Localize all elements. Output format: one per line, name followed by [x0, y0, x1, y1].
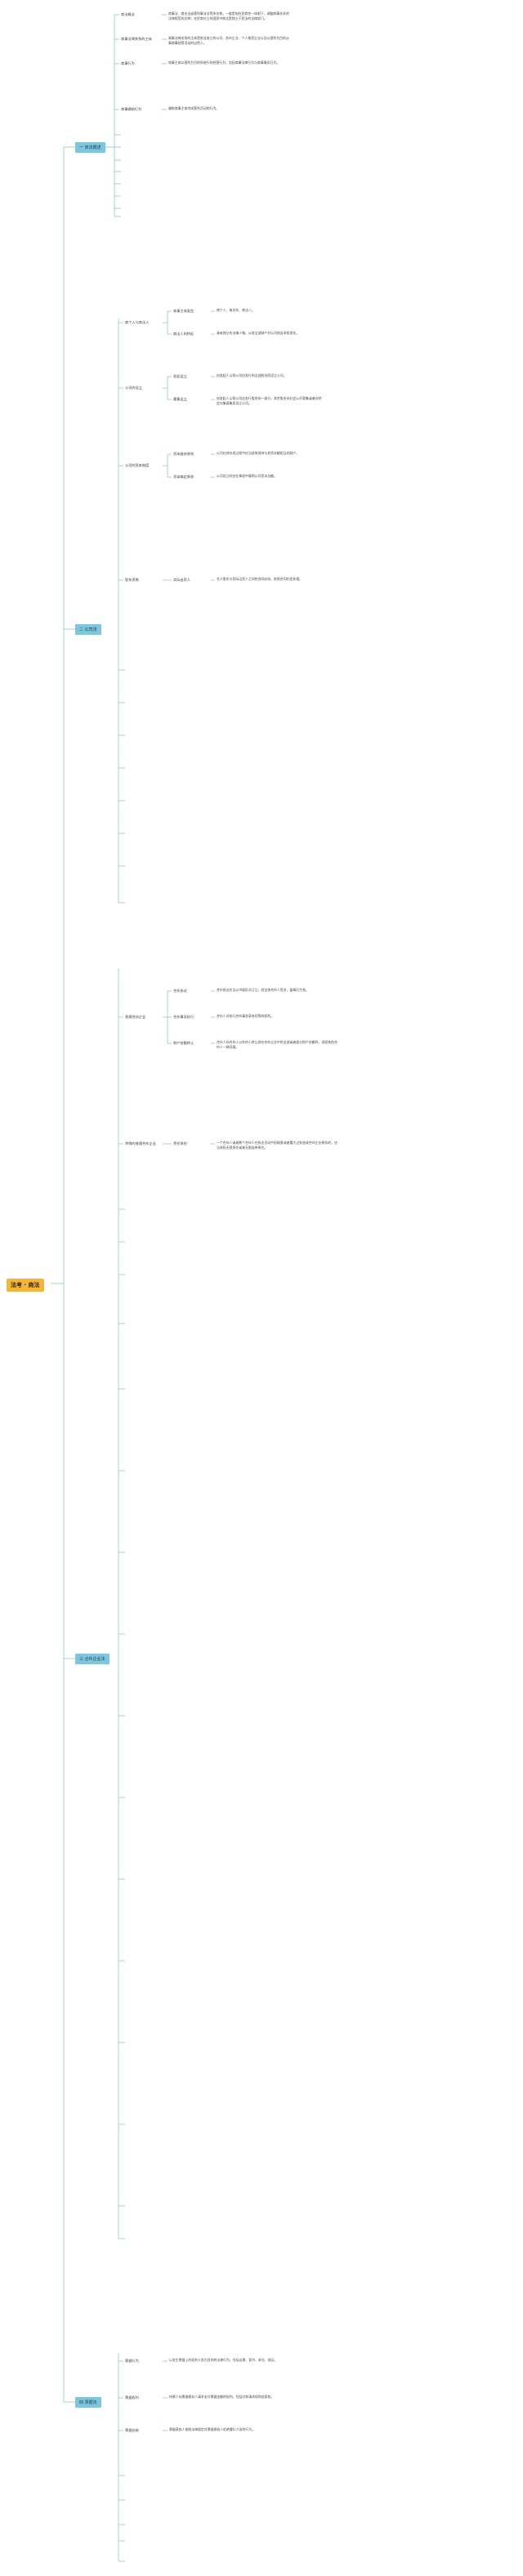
ch2-item-text: 由发起人认购公司应发行的全部股份而设立公司。 [217, 373, 287, 377]
ch4-item-label[interactable]: 票据行为 [125, 2359, 139, 2363]
ch3-item-label[interactable]: 财产份额转让 [173, 1041, 194, 1045]
ch2-group-label[interactable]: 商个人与商法人 [125, 320, 150, 324]
ch3-item-text: 一个合伙人或者数个合伙人在执业活动中因故意或者重大过失造成合伙企业债务的，应当承… [217, 1141, 337, 1150]
ch3-item-label[interactable]: 合伙协议 [173, 989, 187, 993]
ch2-item-label[interactable]: 商事主体类型 [173, 309, 194, 313]
ch2-item-label[interactable]: 资本确定原则 [173, 475, 194, 479]
chapter-node-4[interactable]: 四 票据法 [75, 2397, 101, 2408]
ch2-item-text: 商个人、商合伙、商法人。 [217, 308, 255, 312]
ch3-item-label[interactable]: 责任承担 [173, 1141, 187, 1145]
root-node[interactable]: 法考 · 商法 [7, 1279, 44, 1292]
ch3-item-label[interactable]: 合伙事务执行 [173, 1015, 194, 1019]
ch2-item-text: 具有独立的法律人格，以其全部财产对公司债务承担责任。 [217, 331, 300, 335]
ch2-item-text: 公司在其存续过程中应当经常保持与其资本额相当的财产。 [217, 451, 300, 455]
ch1-item-label[interactable]: 商事法律关系的主体 [121, 37, 152, 41]
ch1-item-text: 商事法、商业法或营利事业法等多名称，一般是指在民商合一体制下，调整商事关系的法律… [168, 11, 289, 20]
ch2-item-text: 名义股东与实际出资人之间的合同纠纷，依照合同约定处理。 [217, 577, 303, 581]
ch3-item-text: 合伙人向合伙人以外的人转让其在合伙企业中的全部或者部分财产份额时，须经其他合伙人… [217, 1040, 337, 1049]
ch2-group-label[interactable]: 公司的设立 [125, 386, 142, 390]
ch1-item-text: 商事主体以营利为目的所进行的经营行为，包括商事法律行为与商事事实行为。 [168, 60, 280, 65]
ch4-item-text: 票据债务人依照法律规定对票据债权人拒绝履行义务的行为。 [169, 2427, 256, 2431]
ch2-group-label[interactable]: 公司的资本制度 [125, 463, 150, 467]
ch2-item-label[interactable]: 资本维持原则 [173, 452, 194, 456]
ch2-item-label[interactable]: 发起设立 [173, 374, 187, 378]
ch4-item-text: 持票人向票据债务人请求支付票据金额的权利，包括付款请求权和追索权。 [169, 2395, 275, 2399]
ch1-item-label[interactable]: 商事辅助行为 [121, 107, 142, 111]
ch2-item-text: 公司设立时应在章程中载明公司资本总额。 [217, 474, 277, 478]
ch1-item-label[interactable]: 商法概念 [121, 12, 135, 16]
chapter-node-2[interactable]: 二 公司法 [75, 624, 101, 635]
chapter-node-3[interactable]: 三 合伙企业法 [75, 1654, 110, 1664]
ch2-item-label[interactable]: 商法人的特征 [173, 332, 194, 336]
ch2-item-label[interactable]: 实际出资人 [173, 578, 190, 582]
ch3-item-text: 合伙协议应当以书面形式订立，经全体合伙人签名、盖章后生效。 [217, 988, 309, 992]
ch1-item-text: 辅助商事主体完成营利活动的行为。 [168, 106, 220, 110]
ch4-item-label[interactable]: 票据抗辩 [125, 2428, 139, 2432]
ch1-item-label[interactable]: 商事行为 [121, 61, 135, 65]
ch4-item-text: 以发生票据上的权利义务为目的的法律行为，包括出票、背书、承兑、保证。 [169, 2358, 278, 2362]
ch2-group-label[interactable]: 股东资格 [125, 578, 139, 582]
ch3-group-label[interactable]: 普通合伙企业 [125, 1015, 146, 1019]
ch3-item-text: 合伙人对执行合伙事务享有同等的权利。 [217, 1014, 275, 1018]
ch2-item-text: 由发起人认购公司应发行股份的一部分，其余股份向社会公开募集或者向特定对象募集而设… [217, 396, 322, 405]
ch3-group-label[interactable]: 特殊的普通合伙企业 [125, 1141, 156, 1145]
ch1-item-text: 商事法律关系的主体是依法成立的公司、合伙企业、个人独资企业以及以营利为目的从事商… [168, 36, 289, 45]
ch2-item-label[interactable]: 募集设立 [173, 397, 187, 401]
ch4-item-label[interactable]: 票据权利 [125, 2395, 139, 2400]
chapter-node-1[interactable]: 一 商法概述 [75, 142, 105, 153]
